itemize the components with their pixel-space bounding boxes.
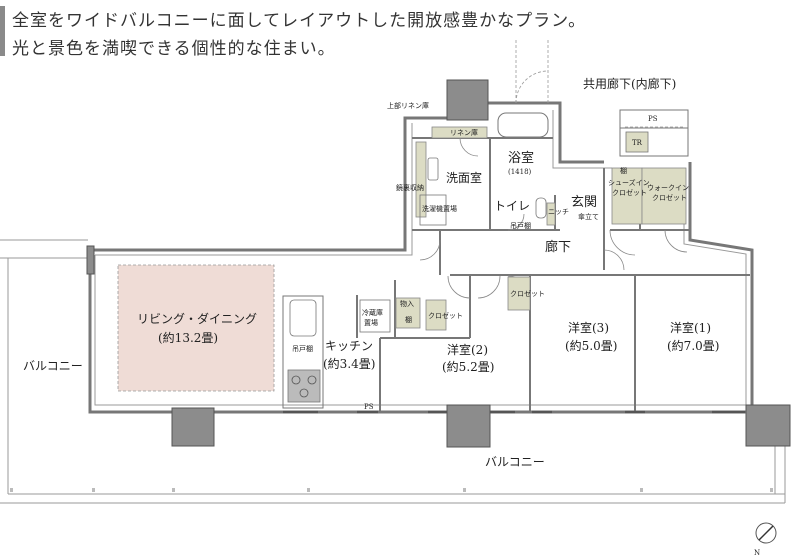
label-corridor: 共用廊下(内廊下) [583,76,676,91]
structural-columns [86,79,791,448]
label-linen-upper: 上部リネン庫 [387,101,429,110]
label-room2: 洋室(2) [447,342,488,357]
label-umbrella: 傘立て [578,212,599,221]
label-walk-in-closet: クロゼット [652,193,687,202]
label-fridge-1: 冷蔵庫 [362,308,383,317]
label-ps-bottom: PS [364,403,374,411]
label-bath: 浴室 [508,150,534,166]
caption-line-1: 全室をワイドバルコニーに面してレイアウトした開放感豊かなプラン。 [12,11,587,31]
balcony-outline [0,239,786,504]
label-mirror-storage: 鏡裏収納 [396,183,424,192]
label-tr: TR [632,139,643,147]
label-balcony-left: バルコニー [23,359,83,373]
label-kitchen-cabinet: 吊戸棚 [292,344,313,353]
label-linen: リネン庫 [450,128,478,137]
label-living-size: (約13.2畳) [158,330,218,345]
label-closet-hall: クロゼット [510,289,545,298]
label-niche: ニッチ [548,208,569,216]
exterior-walls [88,101,754,414]
label-shoes-in-closet: クロゼット [612,188,647,197]
living-dining-area [117,264,275,392]
label-north: N [754,549,760,557]
tr-box [625,131,649,153]
storage-areas [395,126,687,331]
door-swings [419,137,688,299]
label-room3: 洋室(3) [568,320,609,335]
label-storage-1: 物入 [400,299,414,308]
interior-walls [356,137,750,412]
balcony-ticks [10,488,773,492]
label-kitchen-size: (約3.4畳) [323,356,375,371]
label-kitchen: キッチン [325,339,373,353]
label-ps-top: PS [648,115,658,123]
label-living: リビング・ダイニング [137,311,257,326]
label-walk-in: ウォークイン [647,184,689,192]
label-shoes-shelf: 棚 [620,166,627,175]
label-closet-r2: クロゼット [428,311,463,320]
label-room1-size: (約7.0畳) [667,338,719,353]
label-room1: 洋室(1) [670,320,711,335]
label-fridge-2: 置場 [364,318,378,327]
caption-bar [0,6,5,56]
label-storage-2: 棚 [405,315,412,324]
caption-line-2: 光と景色を満喫できる個性的な住まい。 [12,39,336,59]
label-washroom: 洗面室 [446,170,482,185]
label-room3-size: (約5.0畳) [565,338,617,353]
label-bath-size: (1418) [508,168,532,176]
label-hanging-cabinet-wc: 吊戸棚 [510,221,531,230]
caption: 全室をワイドバルコニーに面してレイアウトした開放感豊かなプラン。 光と景色を満喫… [0,0,797,62]
label-shoes-in: シューズイン [608,178,650,187]
label-balcony-bottom: バルコニー [485,455,545,469]
label-entrance: 玄関 [571,195,597,210]
corridor-dashed [515,40,685,128]
bathtub [497,112,549,138]
kitchen-counter [282,295,324,409]
north-compass-icon: N [754,522,777,557]
label-hallway: 廊下 [545,239,571,255]
label-room2-size: (約5.2畳) [442,359,494,374]
label-toilet: トイレ [494,199,530,213]
label-washer: 洗濯機置場 [422,204,457,213]
